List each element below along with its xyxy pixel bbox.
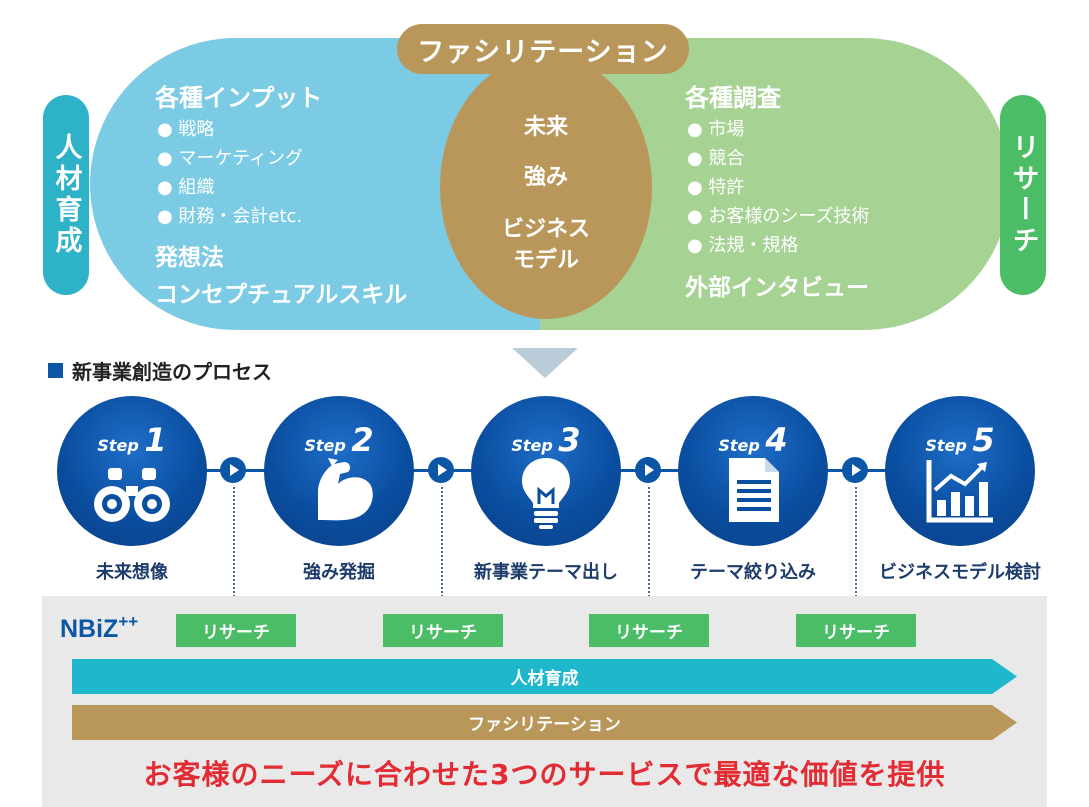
- list-item: ● 法規・規格: [687, 235, 799, 256]
- research-link-line: [648, 487, 650, 605]
- nbiz-logo: NBiZ++: [60, 612, 139, 643]
- step-4-name: テーマ絞り込み: [690, 562, 816, 583]
- step-5-label: Step 5: [925, 421, 995, 459]
- inputs-list: ● 戦略 ● マーケティング ● 組織 ● 財務・会計etc.: [157, 115, 303, 231]
- step-2-name: 強み発掘: [303, 562, 375, 583]
- step-1-circle: [57, 396, 207, 546]
- list-item: ● 財務・会計etc.: [157, 206, 303, 227]
- future-label: 未来: [523, 115, 568, 140]
- research-box: リサーチ: [589, 614, 709, 647]
- step-2-label: Step 2: [304, 421, 374, 459]
- hr-development-pill: 人材育成: [43, 95, 89, 295]
- hr-development-bar: 人材育成: [72, 659, 1017, 694]
- external-interview-label: 外部インタビュー: [685, 275, 869, 301]
- model-label: モデル: [512, 248, 579, 273]
- list-item: ● 競合: [687, 148, 745, 169]
- down-arrow-icon: [512, 348, 578, 378]
- conceptual-skill-label: コンセプチュアルスキル: [155, 282, 408, 308]
- research-box: リサーチ: [176, 614, 296, 647]
- inputs-title: 各種インプット: [155, 84, 323, 112]
- facilitation-bar: ファシリテーション: [72, 705, 1017, 740]
- research-link-line: [233, 487, 235, 605]
- step-1-name: 未来想像: [96, 562, 168, 583]
- muscle-arm-icon: [318, 458, 373, 521]
- business-label: ビジネス: [501, 217, 590, 242]
- surveys-title: 各種調査: [685, 84, 781, 112]
- growth-chart-icon: [926, 460, 993, 523]
- list-item: ● 組織: [157, 177, 215, 198]
- surveys-list: ● 市場 ● 競合 ● 特許 ● お客様のシーズ技術 ● 法規・規格: [687, 115, 870, 260]
- step-4-label: Step 4: [718, 421, 788, 459]
- step-3-name: 新事業テーマ出し: [474, 562, 618, 583]
- lightbulb-icon: [522, 458, 570, 529]
- list-item: ● マーケティング: [157, 148, 303, 169]
- document-icon: [729, 458, 779, 522]
- section-marker: [48, 363, 63, 378]
- step-5-name: ビジネスモデル検討: [879, 562, 1041, 583]
- research-box: リサーチ: [796, 614, 916, 647]
- bar-shape: [72, 659, 1017, 694]
- research-link-line: [855, 487, 857, 605]
- play-arrow-icon: [428, 457, 454, 483]
- facilitation-bar-label: ファシリテーション: [468, 715, 621, 735]
- hr-development-bar-label: 人材育成: [510, 669, 579, 689]
- list-item: ● 戦略: [157, 119, 215, 140]
- facilitation-pill: ファシリテーション: [397, 24, 689, 74]
- ideation-label: 発想法: [155, 245, 224, 271]
- play-arrow-icon: [220, 457, 246, 483]
- play-arrow-icon: [842, 457, 868, 483]
- step-3-label: Step 3: [511, 421, 581, 459]
- process-title: 新事業創造のプロセス: [72, 360, 272, 384]
- bar-shape: [72, 705, 1017, 740]
- list-item: ● お客様のシーズ技術: [687, 206, 870, 227]
- research-link-line: [441, 487, 443, 605]
- list-item: ● 特許: [687, 177, 745, 198]
- service-message: お客様のニーズに合わせた3つのサービスで最適な価値を提供: [143, 758, 946, 791]
- strength-label: 強み: [523, 165, 568, 190]
- step-1-label: Step 1: [97, 421, 167, 459]
- research-pill: リサーチ: [1000, 95, 1046, 295]
- research-box: リサーチ: [383, 614, 503, 647]
- play-arrow-icon: [635, 457, 661, 483]
- core-overlap-circle: [440, 55, 652, 319]
- list-item: ● 市場: [687, 119, 745, 140]
- binoculars-icon: [94, 468, 170, 522]
